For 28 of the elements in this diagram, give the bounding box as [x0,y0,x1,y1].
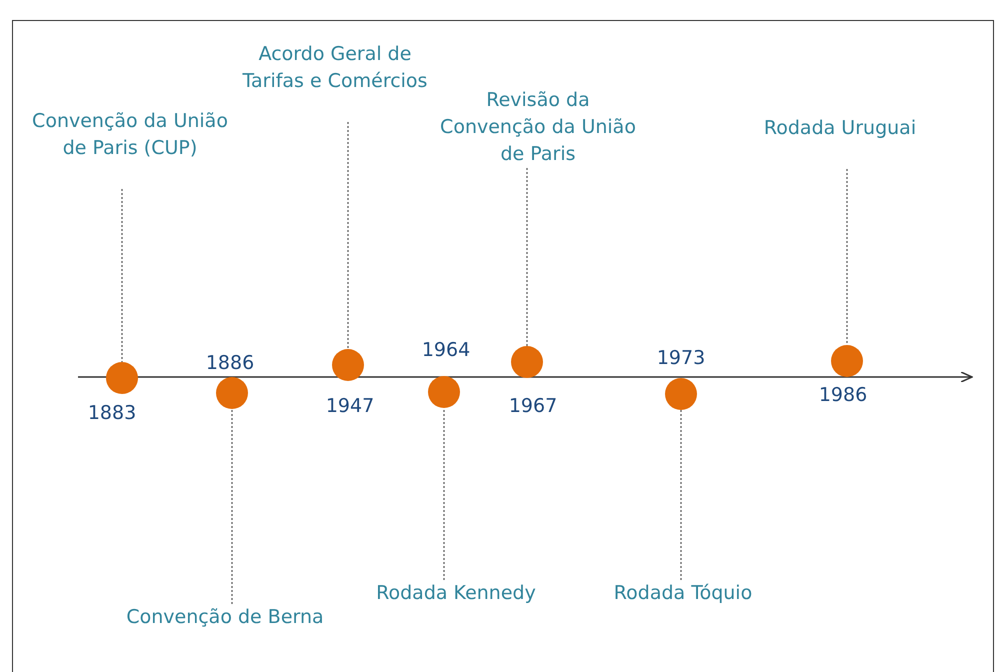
leader-line [526,168,528,346]
event-label: Convenção da União de Paris (CUP) [30,108,230,162]
event-label: Convenção de Berna [125,604,325,631]
timeline-dot [831,345,863,377]
year-label: 1964 [420,339,472,361]
timeline-dot [106,362,138,394]
leader-line [121,189,123,362]
event-label: Rodada Uruguai [740,115,940,142]
event-label: Acordo Geral de Tarifas e Comércios [235,41,435,95]
timeline-dot [332,349,364,381]
leader-line [846,169,848,345]
event-label: Revisão da Convenção da União de Paris [438,87,638,168]
leader-line [443,408,445,580]
leader-line [680,410,682,580]
leader-line [347,122,349,349]
year-label: 1886 [204,352,256,374]
leader-line [231,409,233,604]
year-label: 1967 [508,395,558,417]
year-label: 1973 [656,347,706,369]
event-label: Rodada Tóquio [583,580,783,607]
timeline-dot [428,376,460,408]
event-label: Rodada Kennedy [356,580,556,607]
year-label: 1883 [86,402,138,424]
year-label: 1947 [324,395,376,417]
timeline-dot [511,346,543,378]
year-label: 1986 [818,384,868,406]
timeline-dot [665,378,697,410]
timeline-dot [216,377,248,409]
